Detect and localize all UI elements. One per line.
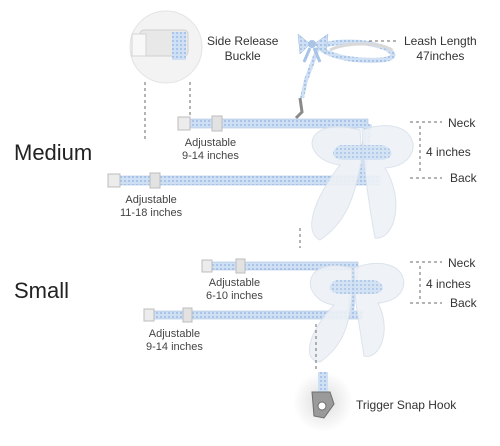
size-label-small: Small xyxy=(14,278,70,303)
small-gap-label: 4 inches xyxy=(426,277,471,291)
medium-neck-adjust-line1: Adjustable xyxy=(184,137,237,149)
small-chest-adjust-line2: 9-14 inches xyxy=(146,341,203,353)
medium-gap-label: 4 inches xyxy=(426,145,471,159)
snap-hook-closeup xyxy=(293,372,353,432)
small-neck-adjust-line2: 6-10 inches xyxy=(206,290,263,302)
small-chest-adjust-line1: Adjustable xyxy=(148,328,201,340)
medium-chest-adjust-line2: 11-18 inches xyxy=(120,207,183,219)
small-neck-adjust: Adjustable 6-10 inches xyxy=(206,277,263,303)
leader-lines xyxy=(144,40,442,372)
leash-callout-line1: Leash Length xyxy=(404,34,477,48)
medium-neck-label: Neck xyxy=(448,116,476,130)
small-chest-adjust: Adjustable 9-14 inches xyxy=(146,328,203,354)
buckle-callout: Side Release Buckle xyxy=(207,34,278,64)
medium-chest-adjust-line1: Adjustable xyxy=(125,194,177,206)
medium-harness xyxy=(107,115,414,241)
medium-back-label: Back xyxy=(450,171,477,185)
small-back-label: Back xyxy=(450,296,477,310)
small-neck-label: Neck xyxy=(448,256,476,270)
small-neck-adjust-line1: Adjustable xyxy=(208,277,261,289)
leash-image xyxy=(294,33,396,120)
medium-neck-adjust-line2: 9-14 inches xyxy=(182,150,239,162)
leash-callout-line2: 47inches xyxy=(416,49,465,63)
size-label-medium: Medium xyxy=(14,140,93,165)
small-harness xyxy=(143,258,405,363)
buckle-callout-line2: Buckle xyxy=(224,49,261,63)
buckle-closeup xyxy=(129,10,203,84)
buckle-callout-line1: Side Release xyxy=(207,34,279,48)
medium-chest-adjust: Adjustable 11-18 inches xyxy=(120,194,182,220)
leash-callout: Leash Length 47inches xyxy=(404,34,477,64)
medium-neck-adjust: Adjustable 9-14 inches xyxy=(182,137,239,163)
trigger-callout: Trigger Snap Hook xyxy=(356,398,457,412)
